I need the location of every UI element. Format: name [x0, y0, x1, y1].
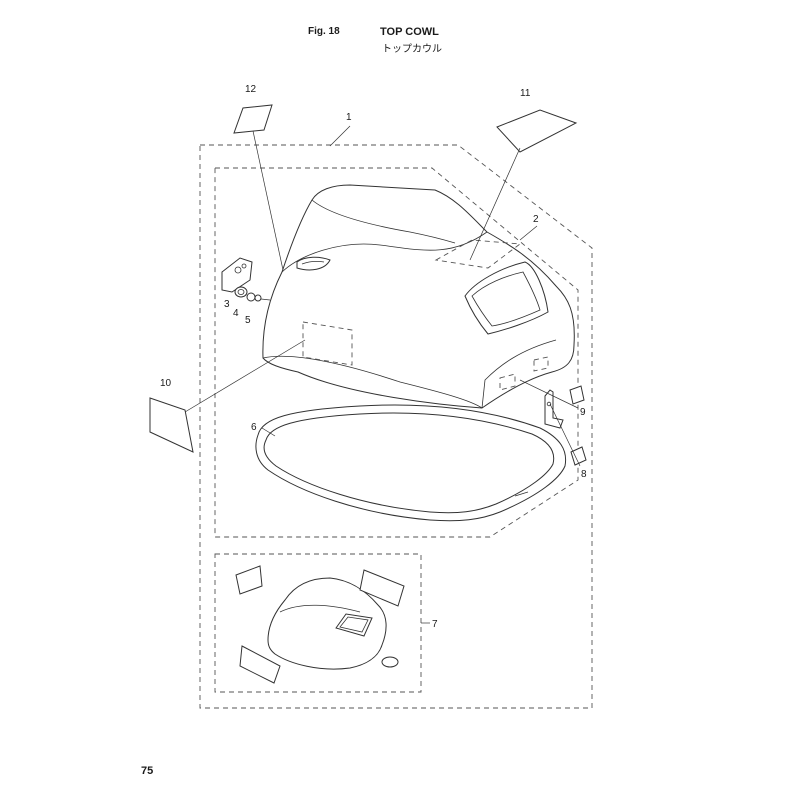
assembly-boundary-1: [199, 144, 593, 709]
callout-11: 11: [520, 88, 531, 99]
washer-part-4: [246, 292, 256, 302]
kit-decal-top-left: [235, 565, 263, 595]
kit-decal-bottom-left: [239, 645, 281, 684]
callout-2: 2: [533, 214, 539, 225]
callout-4: 4: [233, 308, 239, 319]
bracket: [544, 389, 564, 429]
callout-6: 6: [251, 422, 257, 433]
page-title-japanese: トップカウル: [382, 44, 442, 55]
decal-part-11: [496, 109, 578, 153]
callout-8: 8: [581, 469, 587, 480]
grommet-part-3: [234, 286, 248, 298]
callout-12: 12: [245, 84, 257, 95]
page-title: TOP COWL: [380, 26, 439, 38]
callout-5: 5: [245, 315, 251, 326]
decal-part-12: [233, 104, 273, 134]
callout-1: 1: [346, 112, 352, 123]
decal-part-10: [149, 397, 194, 453]
callout-10: 10: [160, 378, 172, 389]
callout-3: 3: [224, 299, 230, 310]
page-number: 75: [141, 765, 154, 777]
assembly-boundary-2: [214, 167, 579, 538]
figure-number: Fig. 18: [308, 26, 340, 37]
leader-lines: [184, 125, 581, 624]
decal-part-8: [570, 446, 587, 466]
callout-7: 7: [432, 619, 438, 630]
top-cowl-shell: [262, 184, 575, 409]
latch-plate: [221, 257, 253, 293]
cowl-seal-gasket: [255, 404, 567, 522]
screw-part-5: [254, 294, 271, 302]
kit-decal-top-right: [359, 569, 405, 607]
callout-9: 9: [580, 407, 586, 418]
decal-kit-cowl-illustration: [267, 577, 399, 670]
decal-part-9: [569, 385, 585, 405]
